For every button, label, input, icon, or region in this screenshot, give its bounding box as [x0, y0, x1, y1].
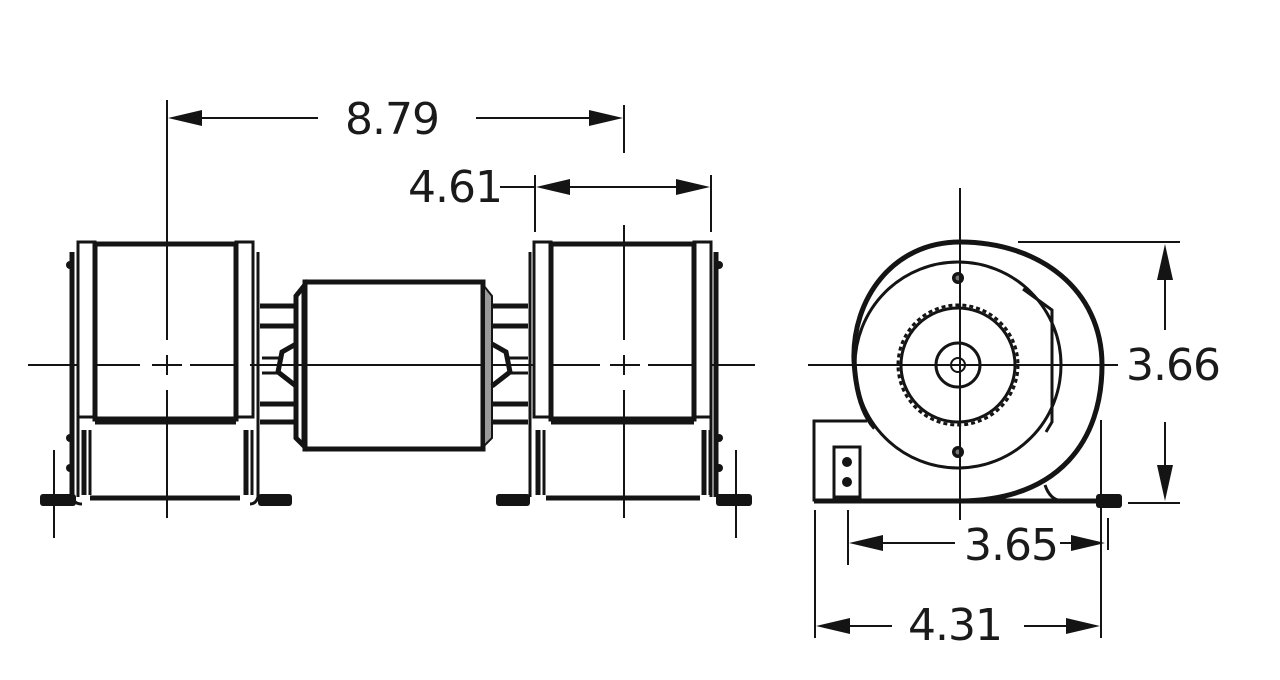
dimension-3-65	[847, 510, 1109, 565]
dimension-label-4-31: 4.31	[908, 600, 1003, 651]
left-blower-housing	[40, 100, 292, 538]
front-view	[28, 100, 755, 538]
center-motor	[250, 279, 550, 452]
side-centerlines	[808, 188, 1118, 520]
dimension-label-8-79: 8.79	[345, 94, 440, 145]
dimension-label-3-66: 3.66	[1126, 340, 1221, 391]
right-blower-housing	[496, 225, 752, 538]
dimension-label-3-65: 3.65	[964, 520, 1059, 571]
dimension-label-4-61: 4.61	[408, 162, 503, 213]
right-shaft-coupling	[483, 283, 528, 449]
dimension-4-61	[500, 175, 712, 232]
dimension-4-31	[814, 420, 1102, 638]
side-base-plate	[812, 419, 1122, 508]
dimension-3-66	[1018, 241, 1180, 504]
dimension-8-79	[168, 105, 625, 153]
side-view	[808, 188, 1180, 638]
